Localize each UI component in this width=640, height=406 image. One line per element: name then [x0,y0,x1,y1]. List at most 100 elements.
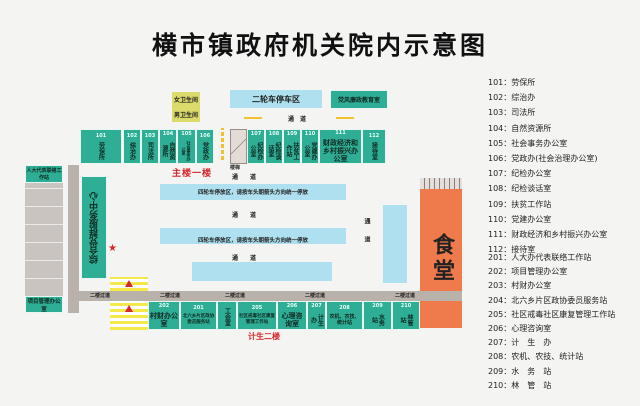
room-110[interactable]: 110 党建办公室 [301,129,319,164]
room-202[interactable]: 202 村财办公室 [148,301,180,330]
room-number: 202 [158,303,170,309]
star-icon: ★ [108,243,117,254]
yellow-marker [244,117,262,119]
bike-parking: 二轮车停车区 [230,90,322,108]
room-number: 105 [181,131,192,137]
room-206[interactable]: 206 心理咨询室 [277,301,307,330]
left-top-room[interactable]: 人大代表联络工作站 [25,165,63,183]
room-209[interactable]: 209 水务站 [363,301,392,330]
room-number: 111 [335,130,346,136]
room-number: 209 [372,303,383,309]
floor2-label: 计生二楼 [248,332,280,341]
legend-item: 107：纪检办公室 [488,169,552,179]
room-109[interactable]: 109 扶贫工作站 [283,129,301,164]
legend-item: 104：自然资源所 [488,123,552,133]
car-parking-row-2: 四轮车停放区，请按车头朝箭头方向统一停放 [160,228,346,244]
room-name: 接待室 [370,142,378,160]
room-number: 206 [286,303,298,309]
legend-item: 204：北六乡片区政协委员服务站 [488,295,608,305]
legend-floor1: 101：劳保所 102：综治办 103：司法所 104：自然资源所 105：社会… [488,77,607,259]
arrow-up-icon [125,305,133,312]
legend-item: 203：村财办公室 [488,281,552,291]
room-101[interactable]: 101 劳保所 [80,129,122,164]
room-201[interactable]: 201 北六乡片区政协委员服务站 [180,301,217,330]
room-name: 司法所 [146,142,154,160]
room-name: 计生办 [309,314,324,326]
room-number: 109 [286,131,298,137]
room-name: 纪检办公室 [249,142,263,160]
room-name: 北六乡片区政协委员服务站 [182,314,215,325]
yellow-divider [221,128,224,160]
room-name: 党建办公室 [303,142,317,160]
map-title: 横市镇政府机关院内示意图 [151,31,488,60]
room-105[interactable]: 105 社会事务办公室 [177,129,196,164]
legend-item: 111：财政经济和乡村振兴办公室 [488,229,608,239]
legend-item: 106：党政办(社会治理办公室) [488,153,598,163]
room-name: 村财办公室 [150,312,178,328]
legend-item: 103：司法所 [488,108,536,118]
room-number: 205 [251,305,263,311]
passage-label: 通道 [232,255,269,262]
car-parking-row-1: 四轮车停放区，请按车头朝箭头方向统一停放 [160,184,346,200]
left-gray-block [25,183,63,296]
room-name: 水务站 [370,314,385,326]
room-name: 心理咨询室 [281,312,303,328]
legend-item: 108：纪检谈话室 [488,184,552,194]
left-bottom-room[interactable]: 项目管理办公室 [25,296,63,313]
passage-label: 通道 [232,174,269,181]
room-name: 党政办 [201,142,209,160]
room-number: 112 [368,133,380,139]
stairs [230,129,247,164]
room-104[interactable]: 104 自然资源所 [159,129,177,164]
canteen-label: 食堂 [429,232,454,285]
stairs-label: 楼梯 [230,165,241,171]
legend-floor2: 201：人大办代表联络工作站 202：项目管理办公室 203：村财办公室 204… [488,252,615,394]
corridor-label: 二楼过道 [90,293,111,299]
legend-item: 202：项目管理办公室 [488,267,568,277]
room-number: 110 [304,131,316,137]
room-name: 综治办 [128,142,136,160]
car-parking-vertical [383,205,407,283]
legend-item: 112：接待室 [488,245,536,255]
legend-item: 102：综治办 [488,93,536,103]
legend-item: 205：社区戒毒社区康复管理工作站 [488,309,616,319]
floor1-label: 主楼一楼 [172,169,213,179]
room-number: 104 [162,131,174,137]
room-name: 社会事务办公室 [181,141,192,161]
yellow-marker [336,117,354,119]
legend-item: 109：扶贫工作站 [488,199,552,209]
corridor-label: 二楼过道 [395,293,416,299]
room-name: 工会室 [223,307,231,326]
floor2-corridor [68,291,462,301]
legend-item: 209：水 务 站 [488,366,552,376]
room-union[interactable]: 工会室 [217,301,237,330]
room-number: 101 [95,133,107,139]
room-name: 自然资源所 [161,142,175,160]
party-service-center[interactable]: 综合党群服务中心 [81,176,107,279]
canteen: 食堂 [420,189,462,328]
car-parking-row-3 [192,262,332,281]
room-name: 劳保所 [97,142,105,160]
legend-item: 105：社会事务办公室 [488,138,568,148]
room-name: 扶贫工作站 [285,142,299,160]
left-corridor [68,165,79,313]
toilet-female: 女卫生间 [173,97,198,104]
room-112[interactable]: 112 接待室 [362,129,386,164]
room-number: 201 [193,305,204,311]
passage-label: 通道 [363,218,370,254]
legend-item: 201：人大办代表联络工作站 [488,253,592,262]
toilets: 女卫生间 男卫生间 [172,92,200,122]
corridor-label: 二楼过道 [305,293,326,299]
room-name: 林管站 [399,314,413,326]
party-service-center-label: 综合党群服务中心 [89,191,100,264]
